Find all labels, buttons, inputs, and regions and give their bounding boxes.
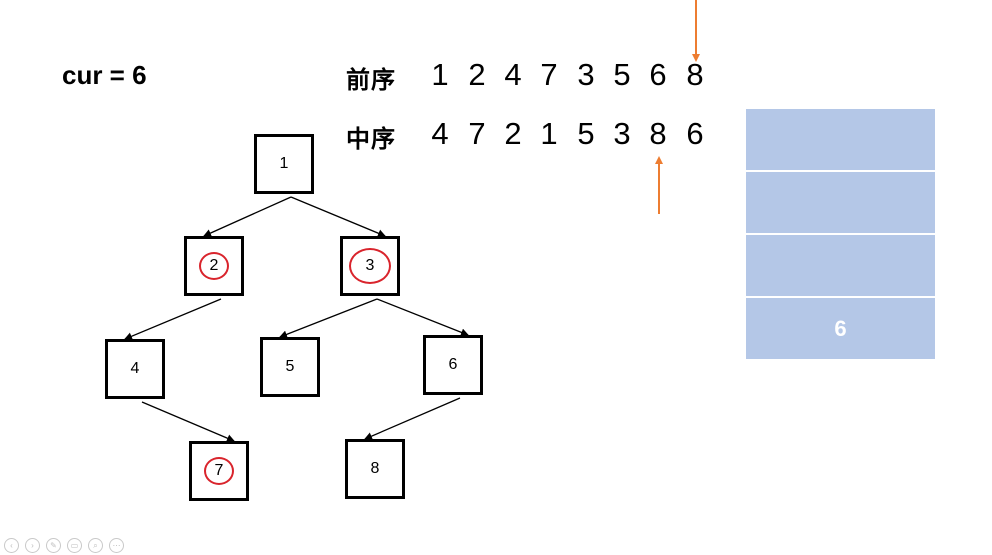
- prev-icon[interactable]: ‹: [4, 538, 19, 553]
- stack-cell: [746, 172, 935, 233]
- tree-node-8: 8: [345, 439, 405, 499]
- next-icon[interactable]: ›: [25, 538, 40, 553]
- inorder-label: 中序: [346, 125, 396, 153]
- preorder-value: 5: [613, 57, 631, 92]
- inorder-value: 5: [577, 116, 595, 151]
- preorder-label: 前序: [346, 66, 396, 94]
- tree-node-3: 3: [340, 236, 400, 296]
- tree-node-label: 7: [204, 457, 234, 485]
- tree-node-7: 7: [189, 441, 249, 501]
- preorder-value: 4: [504, 57, 522, 92]
- tree-edge-3-6: [376, 298, 469, 337]
- inorder-value: 6: [686, 116, 704, 151]
- tree-edges: [124, 196, 469, 442]
- preorder-value: 8: [686, 57, 704, 92]
- tree-node-label: 2: [199, 252, 229, 280]
- preorder-value: 1: [431, 57, 449, 92]
- presentation-toolbar: ‹ › ✎ ▭ ⌕ ⋯: [4, 538, 124, 553]
- cur-label: cur = 6: [62, 60, 147, 90]
- tree-node-1: 1: [254, 134, 314, 194]
- tree-edge-3-5: [279, 298, 378, 339]
- slides-icon[interactable]: ▭: [67, 538, 82, 553]
- tree-edge-2-4: [124, 298, 222, 340]
- more-icon[interactable]: ⋯: [109, 538, 124, 553]
- stack-cell: [746, 109, 935, 170]
- preorder-value: 6: [649, 57, 667, 92]
- tree-node-2: 2: [184, 236, 244, 296]
- inorder-value: 3: [613, 116, 631, 151]
- inorder-value: 4: [431, 116, 449, 151]
- tree-node-label: 1: [279, 155, 289, 172]
- tree-edge-1-2: [203, 196, 292, 237]
- stack-cell-top: 6: [746, 298, 935, 359]
- pen-icon[interactable]: ✎: [46, 538, 61, 553]
- tree-node-label: 5: [285, 358, 295, 375]
- tree-edge-6-8: [364, 397, 461, 440]
- tree-node-label: 4: [130, 360, 140, 377]
- inorder-value: 8: [649, 116, 667, 151]
- stack: 6: [746, 109, 935, 361]
- inorder-value: 1: [540, 116, 558, 151]
- preorder-value: 2: [468, 57, 486, 92]
- stack-cell: [746, 235, 935, 296]
- tree-node-label: 6: [448, 356, 458, 373]
- tree-node-label: 8: [370, 460, 380, 477]
- tree-edge-4-7: [141, 401, 235, 442]
- tree-node-5: 5: [260, 337, 320, 397]
- inorder-value: 7: [468, 116, 486, 151]
- tree-edge-1-3: [290, 196, 386, 238]
- tree-node-label: 3: [349, 248, 391, 284]
- tree-node-6: 6: [423, 335, 483, 395]
- zoom-icon[interactable]: ⌕: [88, 538, 103, 553]
- preorder-value: 3: [577, 57, 595, 92]
- tree-node-4: 4: [105, 339, 165, 399]
- inorder-value: 2: [504, 116, 522, 151]
- preorder-value: 7: [540, 57, 558, 92]
